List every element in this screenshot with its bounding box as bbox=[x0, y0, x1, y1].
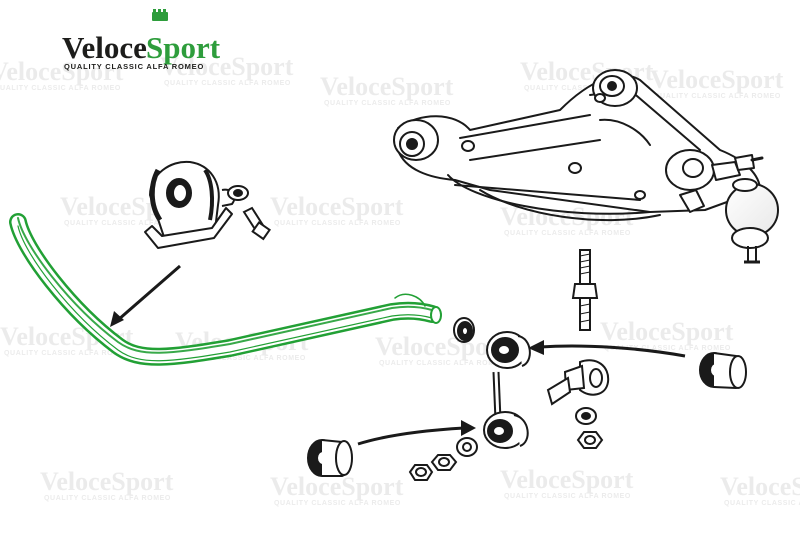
clamp-bolt bbox=[242, 206, 271, 241]
watermark-name: VeloceSport bbox=[0, 57, 124, 86]
watermark-tagline: QUALITY CLASSIC ALFA ROMEO bbox=[324, 100, 451, 107]
lower-nut-1 bbox=[430, 454, 458, 471]
lower-nut-2 bbox=[408, 464, 434, 481]
watermark-tagline: QUALITY CLASSIC ALFA ROMEO bbox=[604, 345, 731, 352]
bar-end-washer bbox=[453, 317, 475, 343]
watermark-name: VeloceSport bbox=[40, 467, 174, 496]
mounting-pin bbox=[546, 359, 610, 406]
watermark-name: VeloceSport bbox=[270, 192, 404, 221]
watermark-tagline: QUALITY CLASSIC ALFA ROMEO bbox=[504, 493, 631, 500]
watermark-tagline: QUALITY CLASSIC ALFA ROMEO bbox=[64, 220, 191, 227]
watermark-tagline: QUALITY CLASSIC ALFA ROMEO bbox=[0, 85, 121, 92]
right-bushing bbox=[699, 352, 747, 390]
anti-roll-bar bbox=[9, 213, 442, 366]
drop-link bbox=[483, 331, 531, 449]
watermark-tagline: QUALITY CLASSIC ALFA ROMEO bbox=[274, 220, 401, 227]
watermark-tagline: QUALITY CLASSIC ALFA ROMEO bbox=[654, 93, 781, 100]
watermark-tagline: QUALITY CLASSIC ALFA ROMEO bbox=[724, 500, 800, 507]
ball-joint bbox=[725, 178, 779, 264]
arrow-lower-bushing-to-link bbox=[357, 420, 476, 446]
watermark-tagline: QUALITY CLASSIC ALFA ROMEO bbox=[274, 500, 401, 507]
watermark-name: VeloceSport bbox=[650, 65, 784, 94]
arrow-bushing-to-link bbox=[528, 340, 686, 358]
right-nut bbox=[576, 431, 604, 449]
watermark-name: VeloceSport bbox=[500, 465, 634, 494]
brand-name-sport: Sport bbox=[146, 30, 221, 65]
brand-tagline: Quality Classic Alfa Romeo bbox=[64, 62, 204, 71]
lower-washer bbox=[456, 437, 478, 457]
bar-bushing-clamp bbox=[144, 160, 236, 249]
brand-name-veloce: Veloce bbox=[62, 30, 147, 65]
watermark-tagline: QUALITY CLASSIC ALFA ROMEO bbox=[379, 360, 506, 367]
watermark-name: VeloceSport bbox=[270, 472, 404, 501]
arrow-clamp-to-bar bbox=[110, 264, 181, 327]
bar-end bbox=[430, 306, 442, 324]
watermark-tagline: QUALITY CLASSIC ALFA ROMEO bbox=[164, 80, 291, 87]
watermark-tagline: QUALITY CLASSIC ALFA ROMEO bbox=[44, 495, 171, 502]
clamp-washer bbox=[227, 185, 249, 201]
brand-logo: Veloce Sport Quality Classic Alfa Romeo bbox=[62, 9, 221, 71]
watermark-name: VeloceSport bbox=[720, 472, 800, 501]
watermark-name: VeloceSport bbox=[160, 52, 294, 81]
brand-serpent-icon bbox=[152, 9, 168, 21]
watermark-tagline: QUALITY CLASSIC ALFA ROMEO bbox=[4, 350, 131, 357]
right-washer bbox=[575, 407, 597, 425]
watermark-name: VeloceSport bbox=[600, 317, 734, 346]
watermark-tagline: QUALITY CLASSIC ALFA ROMEO bbox=[504, 230, 631, 237]
watermark-tagline: QUALITY CLASSIC ALFA ROMEO bbox=[179, 355, 306, 362]
upper-control-arm bbox=[393, 69, 764, 222]
stud-bolt bbox=[571, 249, 599, 331]
lower-bushing bbox=[307, 439, 353, 477]
watermark-name: VeloceSport bbox=[320, 72, 454, 101]
